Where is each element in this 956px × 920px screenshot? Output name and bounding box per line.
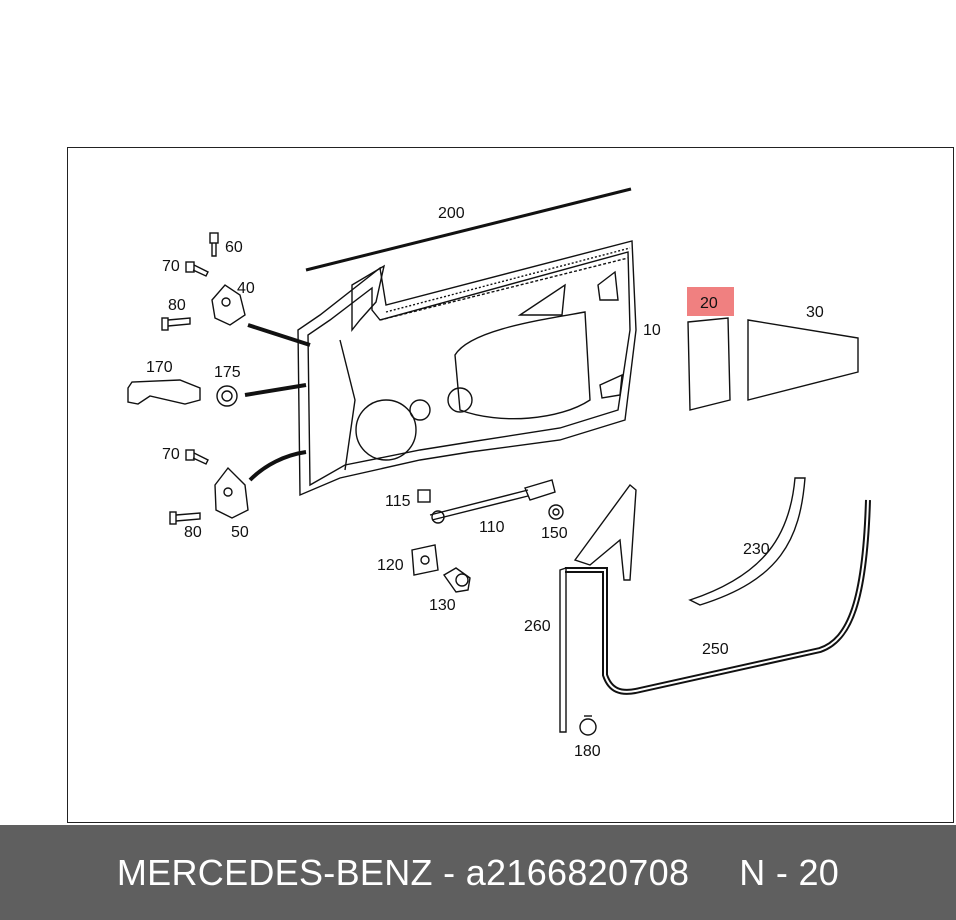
diagram-frame bbox=[67, 147, 954, 823]
part-170-check-strap[interactable] bbox=[127, 379, 201, 405]
part-180-clip[interactable] bbox=[579, 715, 597, 736]
label-120: 120 bbox=[377, 557, 404, 574]
label-130: 130 bbox=[429, 597, 456, 614]
label-170: 170 bbox=[146, 359, 173, 376]
part-250-door-seal[interactable] bbox=[565, 499, 871, 695]
brand-name: MERCEDES-BENZ bbox=[116, 851, 433, 893]
part-260-seal-strip[interactable] bbox=[559, 567, 567, 733]
part-70-screw-top[interactable] bbox=[185, 261, 209, 277]
part-70-screw-bottom[interactable] bbox=[185, 449, 209, 465]
label-50: 50 bbox=[231, 524, 249, 541]
position-label: N - 20 bbox=[739, 851, 840, 893]
label-80-bottom: 80 bbox=[184, 524, 202, 541]
part-40-upper-hinge[interactable] bbox=[211, 284, 246, 326]
footer-separator: - bbox=[443, 851, 456, 893]
part-200-belt-strip[interactable] bbox=[305, 187, 632, 272]
part-10-door-shell[interactable] bbox=[297, 240, 637, 497]
part-80-screw-bottom[interactable] bbox=[169, 511, 201, 525]
label-175: 175 bbox=[214, 364, 241, 381]
label-80-top: 80 bbox=[168, 297, 186, 314]
part-115-clip[interactable] bbox=[417, 489, 431, 503]
label-110: 110 bbox=[479, 519, 505, 536]
part-230-trim-strip[interactable] bbox=[688, 477, 806, 606]
label-70-bottom: 70 bbox=[162, 446, 180, 463]
label-200: 200 bbox=[438, 205, 465, 222]
label-150: 150 bbox=[541, 525, 568, 542]
part-20-triangle-glass[interactable] bbox=[687, 317, 731, 411]
part-110-rod[interactable] bbox=[429, 479, 556, 524]
part-150-nut[interactable] bbox=[548, 504, 564, 520]
part-mirror-triangle-bracket[interactable] bbox=[573, 483, 637, 581]
label-30: 30 bbox=[806, 304, 824, 321]
label-115: 115 bbox=[385, 493, 411, 510]
label-40: 40 bbox=[237, 280, 255, 297]
label-230: 230 bbox=[743, 541, 770, 558]
part-80-screw-top[interactable] bbox=[161, 317, 191, 331]
part-number: a2166820708 bbox=[465, 851, 690, 893]
label-60: 60 bbox=[225, 239, 243, 256]
label-20: 20 bbox=[700, 295, 718, 312]
label-70-top: 70 bbox=[162, 258, 180, 275]
parts-diagram: 200 60 70 40 80 10 20 30 170 175 70 115 … bbox=[127, 187, 871, 760]
part-60-bolt[interactable] bbox=[209, 232, 219, 257]
label-10: 10 bbox=[643, 322, 661, 339]
label-260: 260 bbox=[524, 618, 551, 635]
highlight-box-20 bbox=[687, 287, 734, 316]
part-50-lower-hinge[interactable] bbox=[214, 466, 249, 519]
part-30-side-window[interactable] bbox=[747, 319, 859, 401]
part-120-plate[interactable] bbox=[411, 544, 439, 576]
label-250: 250 bbox=[702, 641, 729, 658]
label-180: 180 bbox=[574, 743, 601, 760]
footer-bar: MERCEDES-BENZ - a2166820708 N - 20 bbox=[0, 825, 956, 920]
part-175-grommet[interactable] bbox=[216, 385, 238, 407]
part-130-bolt[interactable] bbox=[442, 567, 471, 593]
